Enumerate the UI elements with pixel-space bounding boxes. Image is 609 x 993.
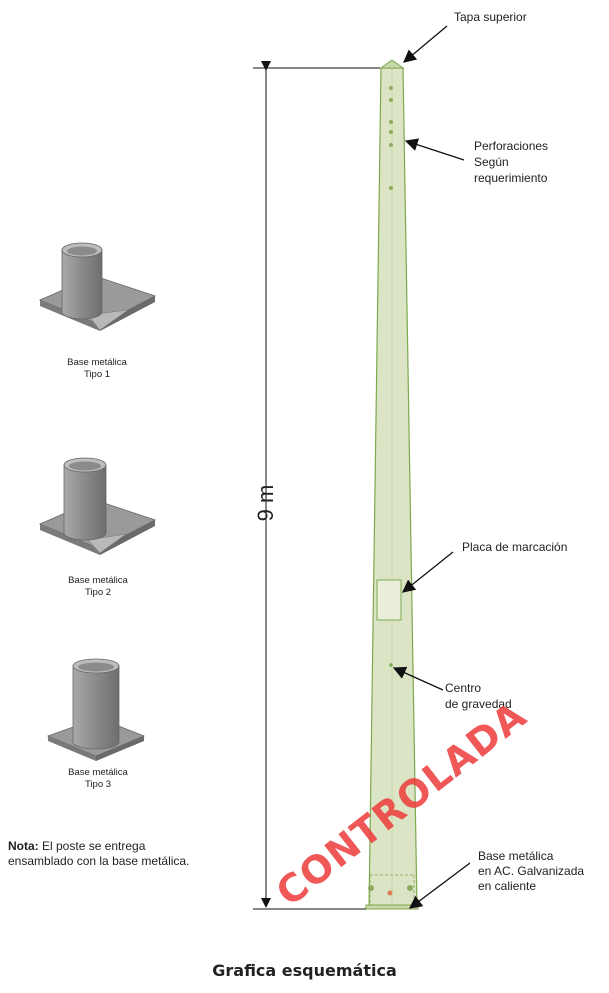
marking-plate [376, 579, 402, 621]
base-tipo-3-name: Base metálica [68, 767, 128, 778]
perforation-holes [389, 86, 393, 190]
base-tipo-2-drawing [38, 457, 157, 555]
label-de-gravedad: de gravedad [445, 697, 512, 711]
diagram-title: Grafica esquemática [212, 961, 397, 980]
label-perforaciones-segun: Según [474, 155, 509, 169]
label-base-metalica: Base metálica [478, 849, 554, 863]
base-tipo-3-drawing [46, 658, 146, 761]
label-perforaciones-requerimiento: requerimiento [474, 171, 548, 185]
base-tipo-2-type: Tipo 2 [84, 587, 112, 598]
label-base-galvanizada: en AC. Galvanizada [478, 864, 585, 878]
base-tipo-2-name: Base metálica [68, 575, 128, 586]
base-tipo-1-type: Tipo 1 [83, 369, 111, 380]
nota-label: Nota: [8, 839, 39, 853]
height-dimension-label: 9 m [253, 484, 278, 522]
label-centro: Centro [445, 681, 482, 695]
base-tipo-1-name: Base metálica [67, 357, 127, 368]
label-tapa-superior: Tapa superior [454, 10, 527, 24]
label-perforaciones: Perforaciones [474, 139, 549, 153]
base-tipo-2-label: Base metálica Tipo 2 [48, 575, 148, 599]
nota-text: Nota: El poste se entrega ensamblado con… [8, 839, 189, 869]
label-placa-marcacion: Placa de marcación [462, 540, 568, 554]
leader-arrows [392, 25, 471, 909]
height-dimension [253, 61, 380, 910]
center-of-gravity-mark [389, 663, 393, 667]
base-tipo-3-type: Tipo 3 [84, 779, 112, 790]
base-tipo-1-label: Base metálica Tipo 1 [47, 357, 147, 381]
label-base-en-caliente: en caliente [478, 879, 537, 893]
pole-base-plate [365, 904, 419, 910]
nota-line-2: ensamblado con la base metálica. [8, 854, 190, 868]
nota-line-1: El poste se entrega [38, 839, 146, 853]
base-tipo-3-label: Base metálica Tipo 3 [48, 767, 148, 791]
base-tipo-1-drawing [38, 242, 157, 331]
